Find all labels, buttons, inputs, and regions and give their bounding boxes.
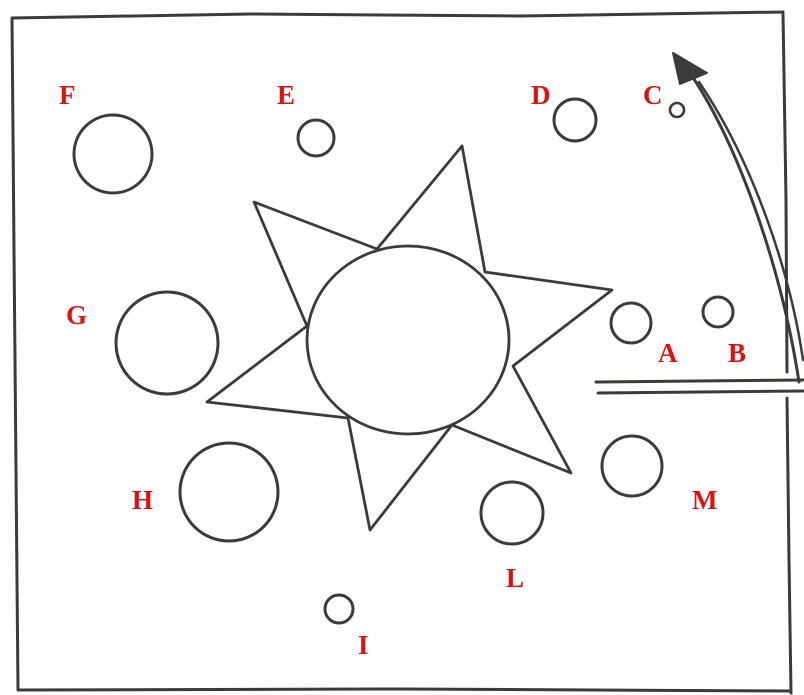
- circle-G: [116, 292, 218, 394]
- circle-D: [554, 99, 596, 141]
- circle-E: [298, 120, 334, 156]
- circle-M: [602, 436, 662, 496]
- arrow-head-icon: [673, 53, 707, 84]
- label-A: A: [658, 340, 678, 367]
- label-E: E: [277, 82, 295, 109]
- circle-L: [481, 482, 543, 544]
- circle-A: [611, 303, 651, 343]
- curved-arrow-shaft: [694, 79, 799, 382]
- label-B: B: [728, 340, 746, 367]
- horizontal-channel-lines: [596, 380, 803, 393]
- circle-B: [703, 297, 733, 327]
- circle-H: [180, 443, 278, 541]
- label-F: F: [59, 82, 76, 109]
- label-L: L: [506, 565, 524, 592]
- label-I: I: [358, 632, 369, 659]
- circle-C: [670, 103, 684, 117]
- label-D: D: [531, 82, 551, 109]
- label-C: C: [643, 82, 663, 109]
- label-G: G: [66, 302, 87, 329]
- star-center-circle: [307, 246, 509, 434]
- circle-F: [74, 115, 152, 193]
- label-H: H: [132, 487, 153, 514]
- circle-I: [325, 595, 353, 623]
- label-M: M: [692, 487, 717, 514]
